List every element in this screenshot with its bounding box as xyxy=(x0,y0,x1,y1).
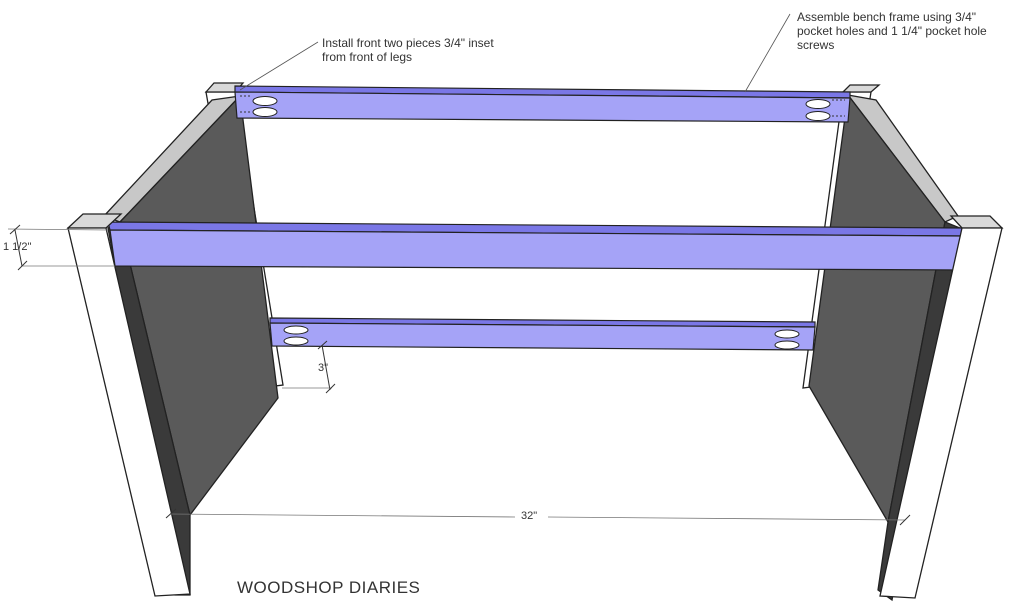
frame-note-leader xyxy=(744,13,791,93)
back-top-apron xyxy=(234,85,851,123)
width-dimension xyxy=(165,508,911,526)
inset-callout-line: from front of legs xyxy=(322,50,413,64)
inset-note-leader xyxy=(239,41,319,91)
stretcher-offset-dimension xyxy=(282,340,336,394)
inset-callout-line: Install front two pieces 3/4" inset xyxy=(322,36,494,50)
right-side-panel xyxy=(808,93,961,602)
brand-watermark: WOODSHOP DIARIES xyxy=(237,578,421,597)
inset-callout: Install front two pieces 3/4" inset from… xyxy=(322,36,494,64)
stretcher-offset-label: 3" xyxy=(318,362,329,374)
width-label: 32" xyxy=(521,510,538,522)
frame-callout-line: pocket holes and 1 1/4" pocket hole xyxy=(797,24,987,38)
lower-stretcher xyxy=(269,317,816,351)
frame-callout-line: screws xyxy=(797,38,835,52)
frame-callout-line: Assemble bench frame using 3/4" xyxy=(797,10,977,24)
frame-callout: Assemble bench frame using 3/4" pocket h… xyxy=(797,10,987,52)
front-left-leg xyxy=(66,213,191,597)
apron-height-label: 1 1/2" xyxy=(3,241,32,253)
front-right-leg xyxy=(879,215,1004,599)
apron-height-dimension xyxy=(7,224,115,271)
pocket-hole-icon xyxy=(252,96,831,121)
front-top-apron xyxy=(107,221,963,271)
